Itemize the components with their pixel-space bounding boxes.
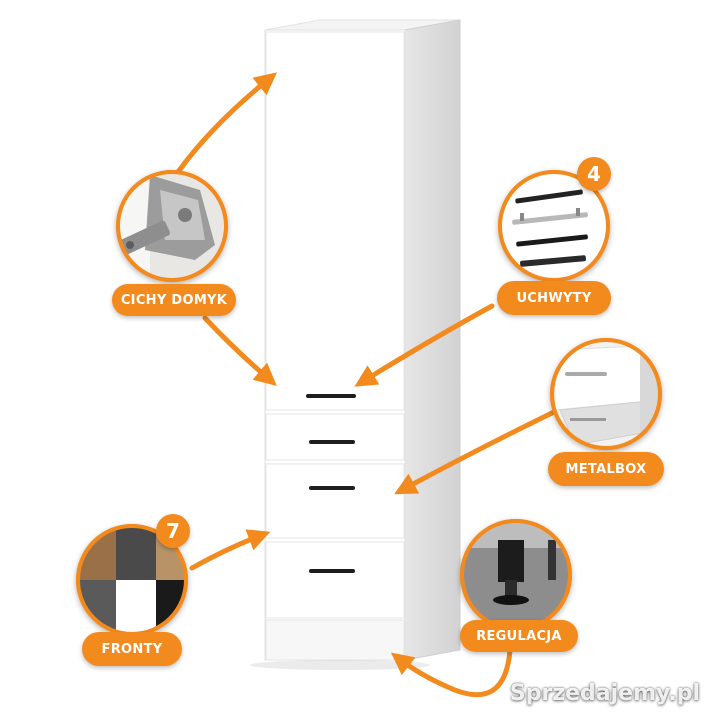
metalbox-detail — [550, 338, 662, 450]
fronty-count-badge: 7 — [156, 514, 190, 548]
label-regulacja: REGULACJA — [460, 620, 578, 652]
arrows — [175, 72, 557, 698]
drawer-2-handle — [309, 486, 355, 490]
hinge-detail — [116, 170, 228, 282]
label-fronty: FRONTY — [82, 632, 182, 666]
arrow-fronts-to-drawer — [189, 529, 271, 571]
uchwyty-count-badge: 4 — [577, 157, 611, 191]
leg-detail — [460, 519, 572, 631]
cabinet — [250, 19, 461, 670]
arrow-leg-to-plinth — [390, 647, 513, 698]
arrow-hinge-to-door — [175, 72, 277, 175]
drawer-3 — [265, 541, 405, 619]
drawer-1-handle — [309, 440, 355, 444]
label-uchwyty: UCHWYTY — [497, 281, 611, 315]
door-handle — [306, 394, 356, 398]
handles-detail — [498, 170, 610, 282]
label-cichy-domyk: CICHY DOMYK — [112, 284, 236, 316]
tall-door — [265, 31, 405, 411]
watermark: Sprzedajemy.pl — [509, 681, 700, 706]
arrow-metalbox-to-drawer — [394, 409, 557, 495]
plinth — [265, 619, 405, 661]
arrow-handles-to-handle — [354, 303, 495, 387]
label-metalbox: METALBOX — [548, 452, 664, 486]
drawer-3-handle — [309, 569, 355, 573]
arrow-label-to-hinge — [202, 315, 277, 386]
drawer-2 — [265, 463, 405, 539]
drawer-1 — [265, 413, 405, 461]
